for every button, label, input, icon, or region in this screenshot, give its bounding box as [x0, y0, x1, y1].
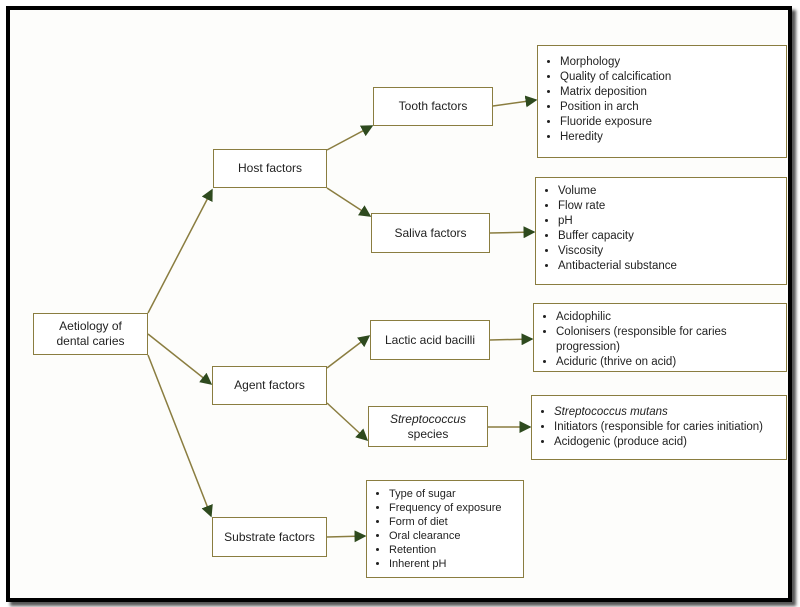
- list-item: Flow rate: [558, 199, 778, 214]
- strep-list: Streptococcus mutans Initiators (respons…: [531, 395, 787, 460]
- list-item: Volume: [558, 184, 778, 199]
- tooth-factors-node: Tooth factors: [373, 87, 493, 126]
- list-item: Buffer capacity: [558, 229, 778, 244]
- list-item: Acidophilic: [556, 310, 778, 325]
- arrow-agent-lactic: [326, 335, 371, 369]
- list-item: Aciduric (thrive on acid): [556, 355, 778, 370]
- arrow-host-saliva: [326, 187, 372, 217]
- lactic-node: Lactic acid bacilli: [370, 320, 490, 360]
- list-item: Oral clearance: [389, 529, 515, 543]
- lactic-label: Lactic acid bacilli: [384, 332, 476, 347]
- saliva-label: Saliva factors: [394, 225, 467, 240]
- agent-label: Agent factors: [234, 378, 305, 392]
- list-item: pH: [558, 214, 778, 229]
- list-item: Frequency of exposure: [389, 501, 515, 515]
- host-label: Host factors: [237, 161, 303, 175]
- strep-label-italic: Streptococcus: [389, 411, 467, 426]
- host-factors-node: Host factors: [213, 149, 327, 188]
- list-item: Position in arch: [560, 100, 778, 115]
- list-item: Matrix deposition: [560, 85, 778, 100]
- tooth-factors-list: Morphology Quality of calcification Matr…: [537, 45, 787, 158]
- list-item: Heredity: [560, 130, 778, 145]
- list-item: Quality of calcification: [560, 70, 778, 85]
- list-item: Fluoride exposure: [560, 115, 778, 130]
- list-item: Colonisers (responsible for caries progr…: [556, 325, 778, 355]
- substrate-list: Type of sugar Frequency of exposure Form…: [366, 480, 524, 578]
- list-item: Retention: [389, 543, 515, 557]
- arrow-agent-strep: [326, 402, 369, 442]
- tooth-label: Tooth factors: [398, 99, 468, 113]
- list-item: Initiators (responsible for caries initi…: [554, 420, 778, 435]
- agent-factors-node: Agent factors: [212, 366, 327, 405]
- lactic-list: Acidophilic Colonisers (responsible for …: [533, 303, 787, 372]
- arrow-lactic-list: [489, 333, 534, 346]
- list-item: Form of diet: [389, 515, 515, 529]
- root-line2: dental caries: [56, 334, 125, 348]
- saliva-factors-list: Volume Flow rate pH Buffer capacity Visc…: [535, 177, 787, 285]
- list-item: Inherent pH: [389, 557, 515, 571]
- saliva-factors-node: Saliva factors: [371, 213, 490, 253]
- arrow-substrate-list: [326, 530, 367, 543]
- arrow-root-agent: [147, 333, 213, 385]
- root-line1: Aetiology of: [59, 319, 122, 333]
- list-item: Viscosity: [558, 244, 778, 259]
- arrow-tooth-list: [492, 95, 538, 108]
- arrow-saliva-list: [489, 226, 536, 239]
- list-item: Streptococcus mutans: [554, 405, 778, 420]
- arrow-root-host: [147, 188, 213, 314]
- list-item: Antibacterial substance: [558, 259, 778, 274]
- list-item: Morphology: [560, 55, 778, 70]
- substrate-factors-node: Substrate factors: [212, 517, 327, 557]
- arrow-root-substrate: [147, 354, 213, 518]
- list-item: Type of sugar: [389, 487, 515, 501]
- strep-label-rest: species: [407, 426, 449, 441]
- arrow-host-tooth: [326, 125, 374, 151]
- strep-node: Streptococcus species: [368, 406, 488, 447]
- substrate-label: Substrate factors: [224, 529, 315, 544]
- root-node: Aetiology of dental caries: [33, 313, 148, 355]
- list-item: Acidogenic (produce acid): [554, 435, 778, 450]
